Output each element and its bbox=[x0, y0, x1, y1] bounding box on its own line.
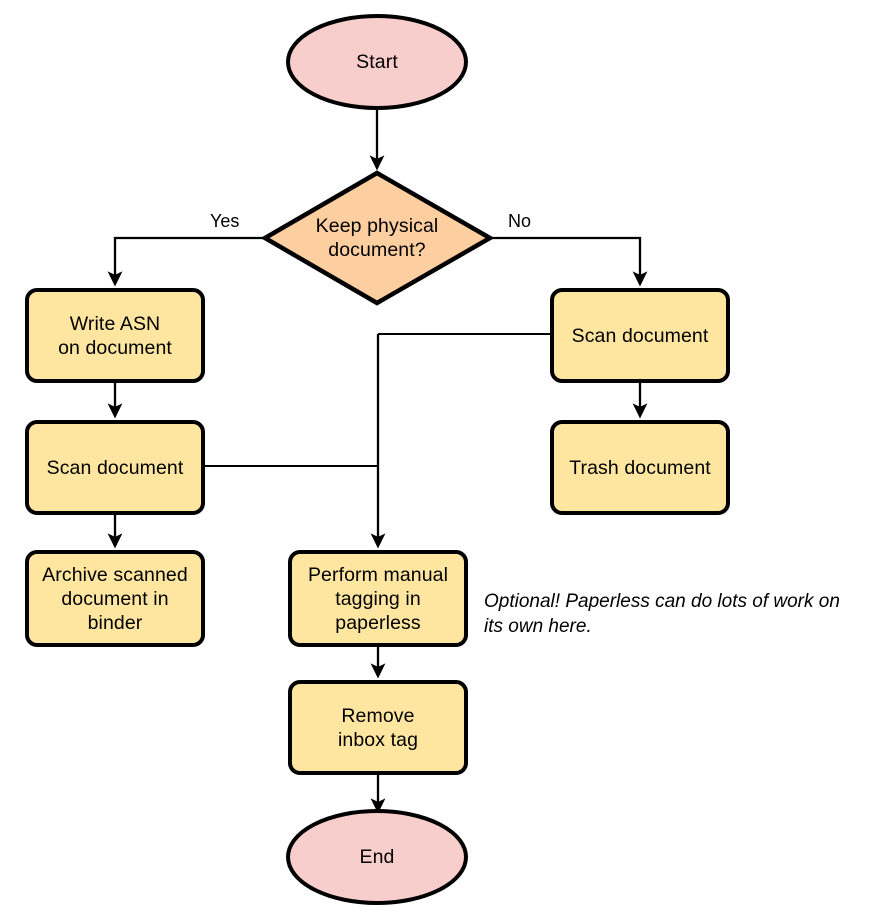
node-end-shape[interactable] bbox=[286, 809, 468, 905]
node-tagging-shape[interactable] bbox=[288, 550, 468, 647]
node-remove-inbox-shape[interactable] bbox=[288, 680, 468, 775]
node-trash-shape[interactable] bbox=[550, 420, 730, 515]
node-write-asn-shape[interactable] bbox=[25, 288, 205, 383]
node-scan-right-shape[interactable] bbox=[550, 288, 730, 383]
node-decision-shape[interactable] bbox=[260, 170, 495, 306]
edge-decision-yes-to-write-asn bbox=[107, 236, 265, 287]
node-start-shape[interactable] bbox=[286, 14, 468, 110]
node-archive-shape[interactable] bbox=[25, 550, 205, 647]
edge-decision-no-to-scan-right bbox=[490, 236, 648, 287]
node-scan-left-shape[interactable] bbox=[25, 420, 205, 515]
